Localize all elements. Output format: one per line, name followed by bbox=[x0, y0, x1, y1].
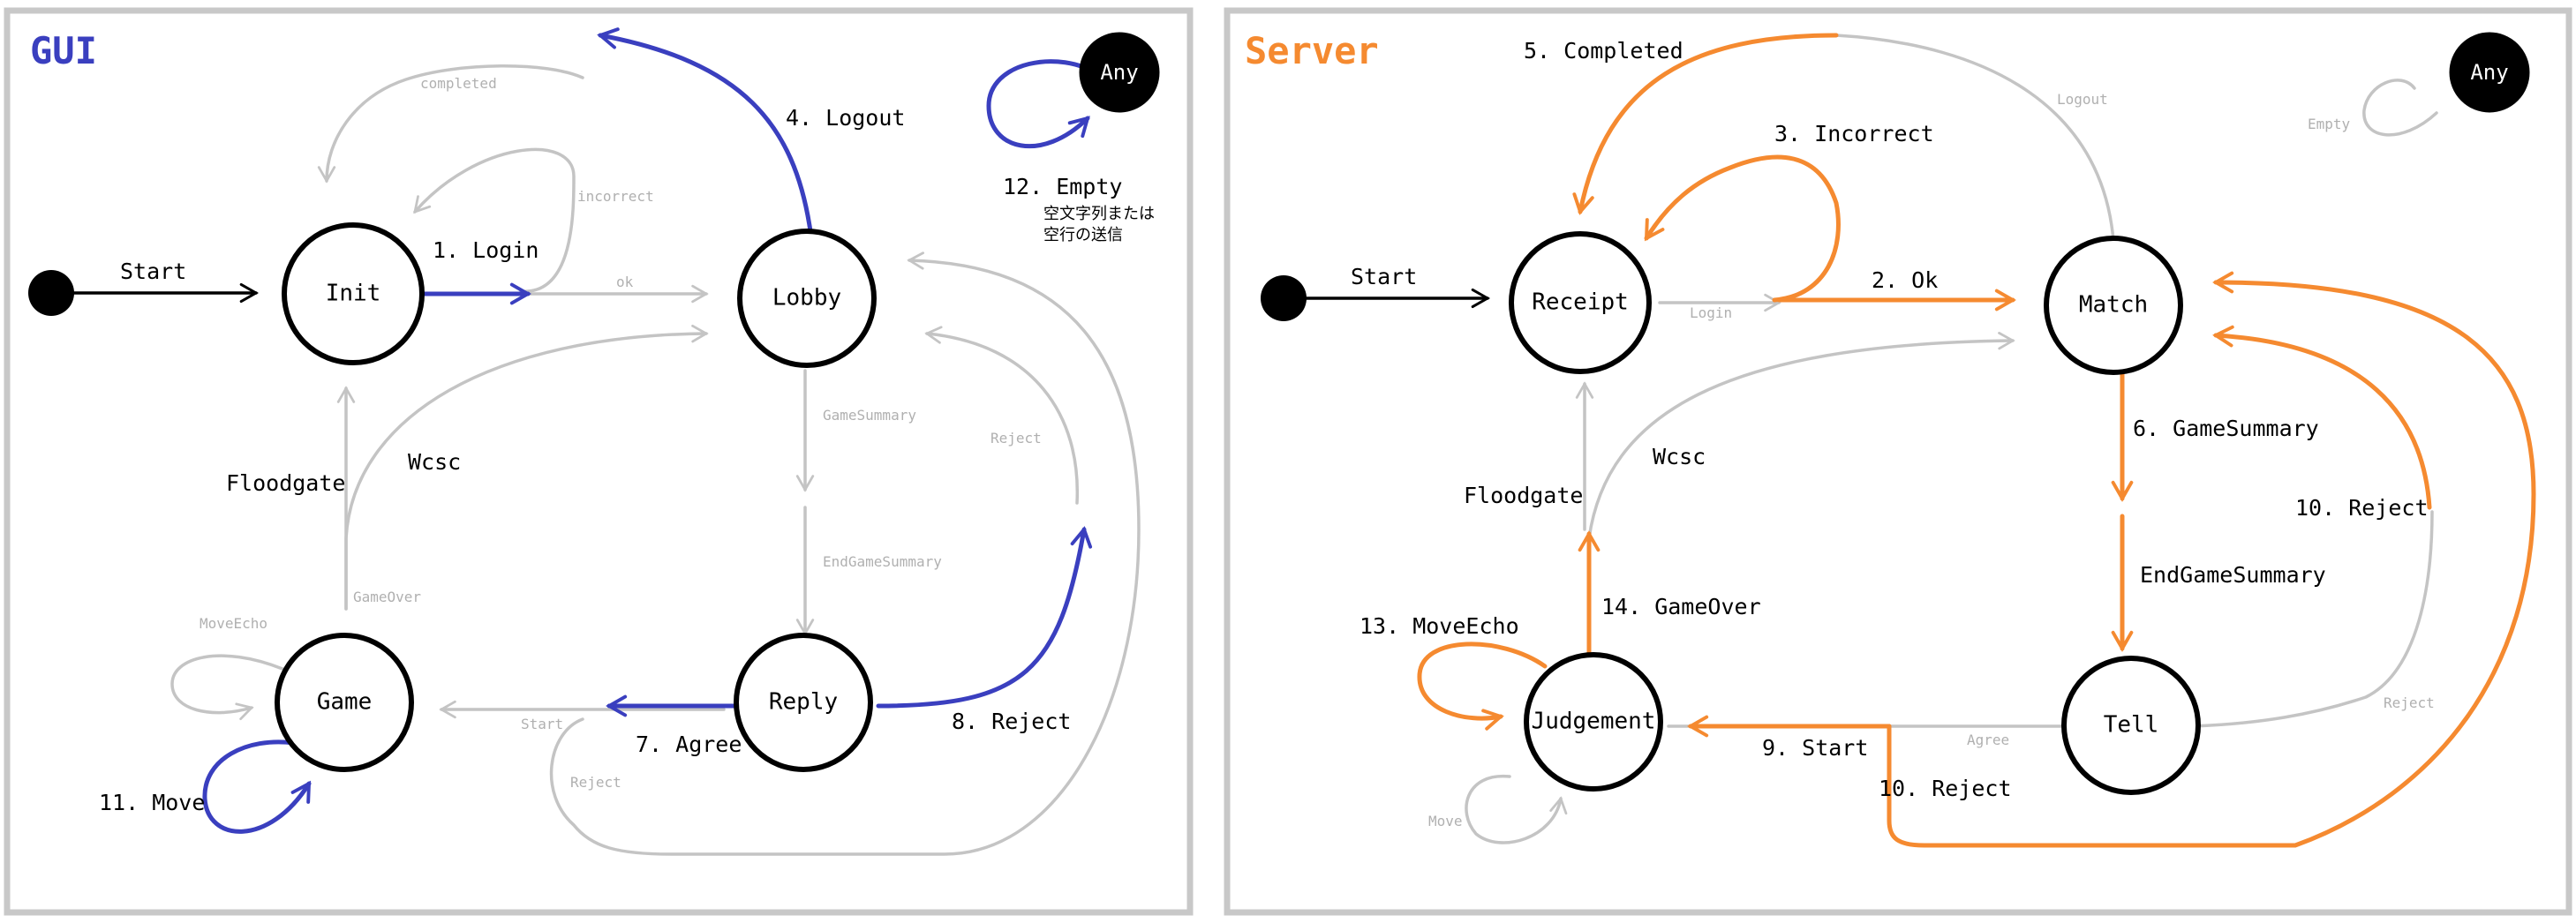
server-state-tell bbox=[2061, 656, 2201, 795]
server-wcsc-arrow bbox=[1587, 332, 2015, 540]
server-state-judgement-label: Judgement bbox=[1532, 709, 1656, 735]
server-moveecho-loop bbox=[1417, 642, 1548, 731]
server-label-reject-bottom: 10. Reject bbox=[1879, 776, 2012, 801]
gui-state-lobby bbox=[737, 229, 877, 368]
server-state-judgement bbox=[1524, 652, 1663, 792]
gui-wcsc-arrow bbox=[344, 324, 709, 611]
server-state-tell-label: Tell bbox=[2104, 712, 2159, 739]
gui-state-reply-label: Reply bbox=[769, 689, 838, 716]
server-state-match-label: Match bbox=[2079, 292, 2148, 319]
server-label-login: Login bbox=[1690, 304, 1732, 321]
server-panel-frame bbox=[1224, 7, 2572, 916]
gui-reject-arrow bbox=[876, 526, 1093, 709]
server-label-ok: 2. Ok bbox=[1872, 267, 1938, 293]
gui-label-start-small: Start bbox=[521, 716, 563, 732]
server-reject-right-arrow bbox=[2212, 325, 2432, 510]
server-label-logout: Logout bbox=[2057, 91, 2108, 108]
gui-label-gameover: GameOver bbox=[353, 589, 421, 605]
gui-panel-title: GUI bbox=[30, 29, 97, 72]
server-panel-title: Server bbox=[1245, 29, 1379, 72]
server-empty-loop bbox=[2362, 79, 2438, 137]
server-label-moveecho: 13. MoveEcho bbox=[1360, 613, 1519, 639]
gui-label-ok: ok bbox=[616, 274, 634, 290]
server-label-empty: Empty bbox=[2308, 116, 2351, 132]
gui-label-gamesummary: GameSummary bbox=[823, 407, 916, 424]
server-label-reject-right: 10. Reject bbox=[2295, 495, 2429, 521]
gui-move-loop bbox=[202, 739, 312, 834]
gui-label-reject: 8. Reject bbox=[952, 709, 1071, 734]
gui-empty-loop bbox=[986, 59, 1102, 149]
server-initial-dot bbox=[1261, 275, 1307, 321]
server-label-completed: 5. Completed bbox=[1524, 38, 1683, 64]
gui-incorrect-arrow bbox=[413, 147, 576, 293]
gui-state-lobby-label: Lobby bbox=[772, 285, 841, 311]
gui-label-reject-bottom: Reject bbox=[570, 774, 621, 791]
gui-label-empty: 12. Empty bbox=[1003, 174, 1122, 199]
server-logout-line bbox=[1834, 34, 2116, 258]
gui-label-completed: completed bbox=[420, 75, 497, 92]
server-label-gamesummary: 6. GameSummary bbox=[2133, 416, 2319, 441]
server-reject-bottom-arrow bbox=[1887, 271, 2536, 848]
gui-label-moveecho: MoveEcho bbox=[200, 615, 267, 632]
server-completed-arrow bbox=[1572, 33, 1839, 215]
server-state-receipt bbox=[1509, 231, 1652, 374]
gui-logout-arrow bbox=[597, 27, 813, 234]
server-state-receipt-label: Receipt bbox=[1532, 289, 1629, 316]
gui-label-start: Start bbox=[120, 259, 186, 284]
gui-label-incorrect: incorrect bbox=[577, 188, 654, 205]
server-label-wcsc: Wcsc bbox=[1653, 444, 1706, 469]
gui-initial-dot bbox=[28, 270, 74, 316]
gui-label-wcsc: Wcsc bbox=[408, 449, 461, 475]
gui-label-reject-small: Reject bbox=[990, 430, 1042, 446]
gui-state-init bbox=[282, 222, 425, 365]
gui-panel: GUI Init Lobby Reply Game Any bbox=[4, 7, 1194, 916]
server-label-floodgate: Floodgate bbox=[1464, 483, 1583, 508]
gui-label-empty-note-2: 空行の送信 bbox=[1043, 226, 1123, 244]
gui-label-agree: 7. Agree bbox=[636, 732, 742, 757]
gui-label-floodgate: Floodgate bbox=[226, 470, 345, 496]
server-label-reject-small: Reject bbox=[2384, 694, 2435, 711]
server-incorrect-arrow bbox=[1644, 154, 1841, 303]
server-label-gameover: 14. GameOver bbox=[1601, 594, 1761, 619]
server-panel: Server Receipt Match Tell Judgement bbox=[1224, 7, 2572, 916]
gui-label-endgamesummary: EndGameSummary bbox=[823, 553, 942, 570]
gui-state-reply bbox=[734, 633, 873, 772]
server-state-match bbox=[2044, 236, 2183, 375]
server-state-any-label: Any bbox=[2470, 60, 2508, 85]
gui-panel-frame bbox=[4, 7, 1194, 916]
server-label-agree: Agree bbox=[1967, 732, 2009, 748]
gui-state-any-label: Any bbox=[1100, 60, 1138, 85]
server-label-start-judgement: 9. Start bbox=[1762, 735, 1868, 761]
gui-label-logout: 4. Logout bbox=[786, 105, 905, 131]
server-reject-small-line bbox=[2192, 510, 2434, 728]
gui-state-any bbox=[1079, 32, 1160, 113]
server-label-endgamesummary: EndGameSummary bbox=[2140, 562, 2326, 588]
server-move-loop bbox=[1465, 775, 1568, 844]
server-state-any bbox=[2449, 32, 2530, 113]
server-label-start: Start bbox=[1351, 264, 1417, 289]
gui-state-init-label: Init bbox=[326, 281, 381, 307]
gui-state-game bbox=[275, 633, 414, 772]
gui-completed-arrow bbox=[317, 64, 584, 184]
gui-label-login: 1. Login bbox=[433, 237, 539, 263]
gui-label-empty-note-1: 空文字列または bbox=[1043, 205, 1155, 223]
server-label-incorrect: 3. Incorrect bbox=[1774, 121, 1934, 146]
gui-reject-lobby-arrow bbox=[924, 326, 1080, 505]
gui-label-move: 11. Move bbox=[99, 790, 205, 815]
gui-state-game-label: Game bbox=[317, 689, 373, 716]
gui-reject-bottom-arrow bbox=[549, 251, 1141, 856]
server-label-move: Move bbox=[1428, 813, 1463, 829]
gui-moveecho-loop bbox=[170, 654, 284, 721]
